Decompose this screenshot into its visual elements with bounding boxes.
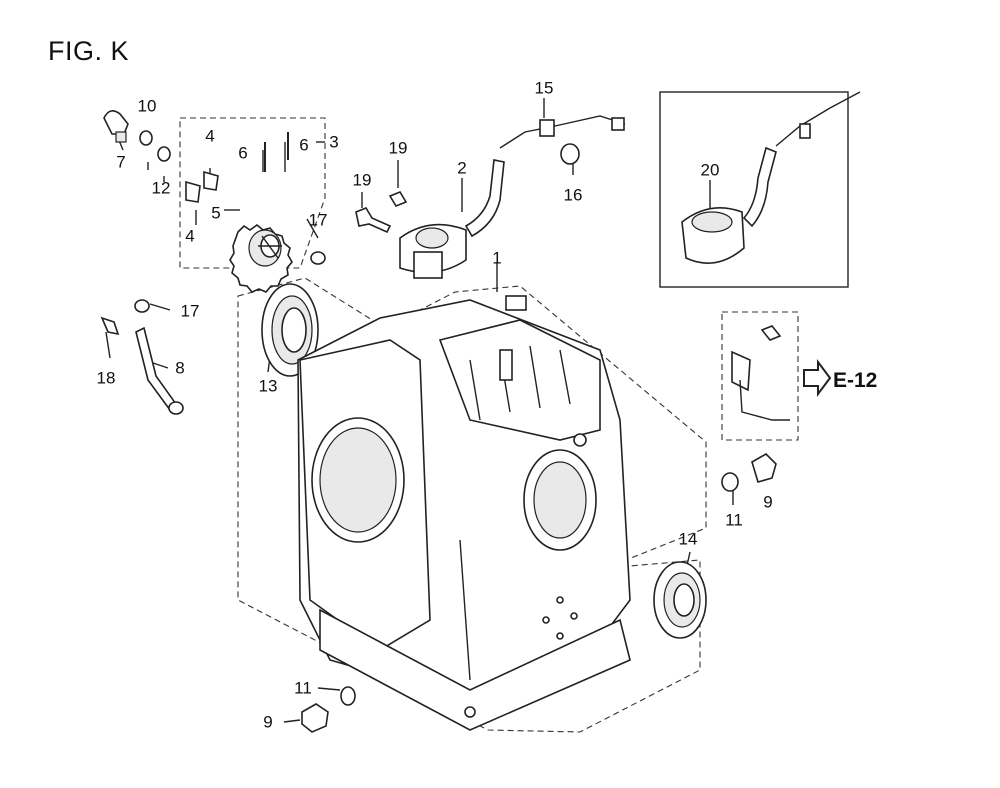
- callout-4-upper: 4: [205, 126, 215, 146]
- oil-alert-inset-box: [659, 91, 849, 288]
- bolts-19: [355, 191, 408, 234]
- callout-9-right: 9: [763, 492, 773, 512]
- callout-19-upper: 19: [388, 138, 408, 158]
- callout-5: 5: [211, 203, 221, 223]
- callout-6-right: 6: [299, 135, 309, 155]
- oil-switch-bracket: [731, 325, 790, 421]
- nut-17-lower: [134, 299, 150, 313]
- clip-18: [100, 316, 120, 336]
- callout-11-lower: 11: [294, 678, 312, 698]
- oil-seal-14: [653, 561, 707, 639]
- governor-group-box: [179, 117, 326, 269]
- callout-9-lower: 9: [263, 712, 273, 732]
- callout-14: 14: [678, 529, 698, 549]
- callout-8: 8: [175, 358, 185, 378]
- callout-4-lower: 4: [185, 226, 195, 246]
- bolt-7: [103, 110, 129, 143]
- callout-12: 12: [151, 178, 171, 198]
- callout-7: 7: [116, 152, 126, 172]
- callout-6-left: 6: [238, 143, 248, 163]
- callout-19-lower: 19: [352, 170, 372, 190]
- callout-10: 10: [137, 96, 157, 116]
- crankcase: [297, 295, 631, 731]
- callout-16: 16: [563, 185, 583, 205]
- reference-label: E-12: [833, 369, 878, 392]
- governor-gear: [229, 223, 293, 293]
- callout-13: 13: [258, 376, 278, 396]
- callout-17-lower: 17: [180, 301, 200, 321]
- callout-15: 15: [534, 78, 554, 98]
- callout-17-upper: 17: [308, 210, 328, 230]
- drain-plug-lower: [301, 686, 356, 733]
- crankcase-group-box: [237, 277, 707, 733]
- oil-alert-unit: [399, 115, 626, 279]
- callout-11-right: 11: [725, 510, 743, 530]
- oil-alert-unit-inset: [681, 91, 861, 264]
- switch-bracket-box: [721, 311, 799, 441]
- figure-title: FIG. K: [48, 36, 130, 66]
- oil-seal-13: [261, 283, 319, 377]
- callout-20: 20: [700, 160, 720, 180]
- callout-1: 1: [492, 248, 502, 268]
- drain-plug-right: [721, 453, 777, 492]
- callout-2: 2: [457, 158, 467, 178]
- grommet-16: [560, 143, 580, 165]
- oil-filler-tube: [135, 326, 184, 415]
- callout-18: 18: [96, 368, 116, 388]
- callout-3: 3: [329, 132, 339, 152]
- nut-17-upper: [310, 251, 326, 265]
- governor-pins: [264, 132, 289, 172]
- governor-weights: [185, 170, 219, 203]
- reference-arrow: [803, 359, 832, 397]
- washers-10-12: [139, 130, 171, 162]
